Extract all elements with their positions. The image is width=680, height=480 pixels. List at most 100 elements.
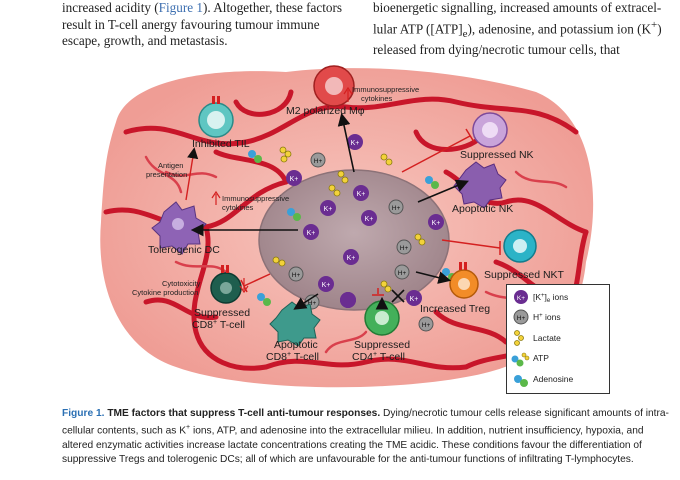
- m2-macrophage-cell: [313, 65, 355, 107]
- h-ion-group: H+ H+ H+ H+ H+ H+ H+: [288, 152, 434, 332]
- k-ion: K+: [343, 249, 359, 265]
- molecule-symbols: [272, 146, 426, 321]
- label-suppressed-cd8-line1: Suppressed: [194, 307, 250, 319]
- block-x-icon: [391, 289, 405, 303]
- label-immunosuppressive-mid: Immunosuppressive: [222, 194, 289, 203]
- caption-line: cellular contents, such as K+ ions, ATP,…: [62, 424, 644, 437]
- label-immunosuppressive-top: Immunosuppressive: [352, 85, 419, 94]
- k-ion: K+: [318, 276, 334, 292]
- figure-citation-link[interactable]: Figure 1: [158, 0, 203, 15]
- svg-text:K+: K+: [432, 220, 441, 227]
- label-suppressed-cd4-line2: CD4+ T-cell: [352, 351, 405, 363]
- legend-atp-icon: [511, 352, 530, 367]
- stimulation-arrows-outer: [185, 147, 199, 201]
- label-cytotoxicity: Cytotoxicity: [162, 279, 201, 288]
- body-column-right: bioenergetic signalling, increased amoun…: [373, 0, 673, 59]
- svg-text:K+: K+: [410, 296, 419, 303]
- h-ion: H+: [418, 316, 434, 332]
- suppressed-cd4-cell: [364, 300, 400, 336]
- label-increased-treg: Increased Treg: [420, 303, 490, 315]
- caption-line: altered enzymatic activities increase la…: [62, 439, 642, 451]
- svg-text:H+: H+: [292, 272, 301, 279]
- legend-lactate-icon: [514, 330, 524, 346]
- body-line: result in T-cell anergy favouring tumour…: [62, 16, 320, 32]
- small-down-arrows: [239, 278, 249, 294]
- svg-text:K+: K+: [365, 216, 374, 223]
- label-inhibited-til: Inhibited TIL: [192, 138, 250, 150]
- figure-1: K+ K+ K+ K+ K+ K+ K+ K+ K+ K+ K+ H+ H+ H…: [86, 62, 610, 394]
- suppressed-cd8-cell: [210, 265, 242, 304]
- k-ion: K+: [286, 170, 302, 186]
- tme-illustration: K+ K+ K+ K+ K+ K+ K+ K+ K+ K+ K+ H+ H+ H…: [100, 65, 594, 388]
- suppressed-nkt-cell: [503, 229, 537, 263]
- small-up-arrows: [211, 86, 353, 205]
- svg-text:K+: K+: [324, 206, 333, 213]
- k-ion: K+: [353, 185, 369, 201]
- inhibited-til-cell: [198, 96, 234, 138]
- stimulation-arrows: [190, 112, 469, 310]
- caption-title: TME factors that suppress T-cell anti-tu…: [107, 408, 381, 419]
- legend-adenosine-icon: [514, 375, 528, 387]
- body-line: released from dying/necrotic tumour cell…: [373, 42, 620, 58]
- caption-line: suppressive Tregs and tolerogenic DCs; a…: [62, 454, 634, 465]
- legend-h-ions-label: H+ ions: [533, 312, 561, 322]
- k-ion: K+: [303, 224, 319, 240]
- body-line: escape, growth, and metastasis.: [62, 33, 228, 48]
- label-apoptotic-nk: Apoptotic NK: [452, 203, 513, 215]
- label-apoptotic-cd8-line1: Apoptotic: [274, 339, 318, 351]
- body-line: bioenergetic signalling, increased amoun…: [373, 0, 662, 15]
- svg-text:K+: K+: [351, 140, 360, 147]
- tolerogenic-dc-cell: [151, 201, 207, 255]
- increased-treg-cell: [449, 262, 479, 299]
- svg-text:K+: K+: [517, 295, 525, 302]
- h-ion: H+: [288, 266, 304, 282]
- figure-caption: Figure 1. TME factors that suppress T-ce…: [62, 407, 675, 467]
- svg-text:H+: H+: [422, 322, 431, 329]
- body-line: increased acidity (Figure 1). Altogether…: [62, 0, 342, 15]
- label-cytokines-top: cytokines: [361, 94, 393, 103]
- legend-k-ion-icon: K+: [514, 290, 528, 304]
- caption-figure-label: Figure 1.: [62, 408, 105, 419]
- svg-text:H+: H+: [308, 300, 317, 307]
- svg-text:K+: K+: [357, 191, 366, 198]
- svg-text:K+: K+: [307, 230, 316, 237]
- k-ion: K+: [428, 214, 444, 230]
- legend-lactate-label: Lactate: [533, 333, 561, 343]
- body-line: lular ATP ([ATP]e), adenosine, and potas…: [373, 18, 662, 40]
- svg-text:K+: K+: [347, 255, 356, 262]
- label-cytokine-production: Cytokine production: [132, 288, 198, 297]
- h-ion: H+: [394, 264, 410, 280]
- label-presentation: presentation: [146, 170, 187, 179]
- legend-adenosine-label: Adenosine: [533, 374, 573, 384]
- label-suppressed-nkt: Suppressed NKT: [484, 269, 565, 281]
- suppressed-nk-cell: [472, 112, 508, 148]
- legend-k-ions-label: [K+]e ions: [533, 292, 568, 304]
- h-ion: H+: [396, 239, 412, 255]
- k-ion: [340, 292, 356, 308]
- svg-text:H+: H+: [517, 315, 526, 322]
- k-ion-group: K+ K+ K+ K+ K+ K+ K+ K+ K+ K+ K+: [286, 134, 444, 308]
- label-suppressed-nk: Suppressed NK: [460, 149, 534, 161]
- k-ion: K+: [361, 210, 377, 226]
- caption-line: Figure 1. TME factors that suppress T-ce…: [62, 408, 669, 419]
- svg-text:K+: K+: [322, 282, 331, 289]
- label-cytokines-mid: cytokines: [222, 203, 254, 212]
- k-ion: K+: [347, 134, 363, 150]
- label-apoptotic-cd8-line2: CD8+ T-cell: [266, 351, 319, 363]
- svg-text:H+: H+: [400, 245, 409, 252]
- label-antigen: Antigen: [158, 161, 183, 170]
- body-column-left: increased acidity (Figure 1). Altogether…: [62, 0, 362, 50]
- label-suppressed-cd4-line1: Suppressed: [354, 339, 410, 351]
- svg-text:H+: H+: [398, 270, 407, 277]
- label-tolerogenic-dc: Tolerogenic DC: [148, 244, 220, 256]
- legend-atp-label: ATP: [533, 353, 549, 363]
- k-ion: K+: [320, 200, 336, 216]
- h-ion: H+: [310, 152, 326, 168]
- k-ion: K+: [406, 290, 422, 306]
- figure-legend: K+ [K+]e ions H+ H+ ions Lactate ATP Ade…: [506, 284, 610, 394]
- h-ion: H+: [388, 199, 404, 215]
- legend-h-ion-icon: H+: [513, 309, 529, 325]
- svg-text:K+: K+: [290, 176, 299, 183]
- svg-text:H+: H+: [314, 158, 323, 165]
- legend-graphic: K+ [K+]e ions H+ H+ ions Lactate ATP Ade…: [511, 290, 573, 387]
